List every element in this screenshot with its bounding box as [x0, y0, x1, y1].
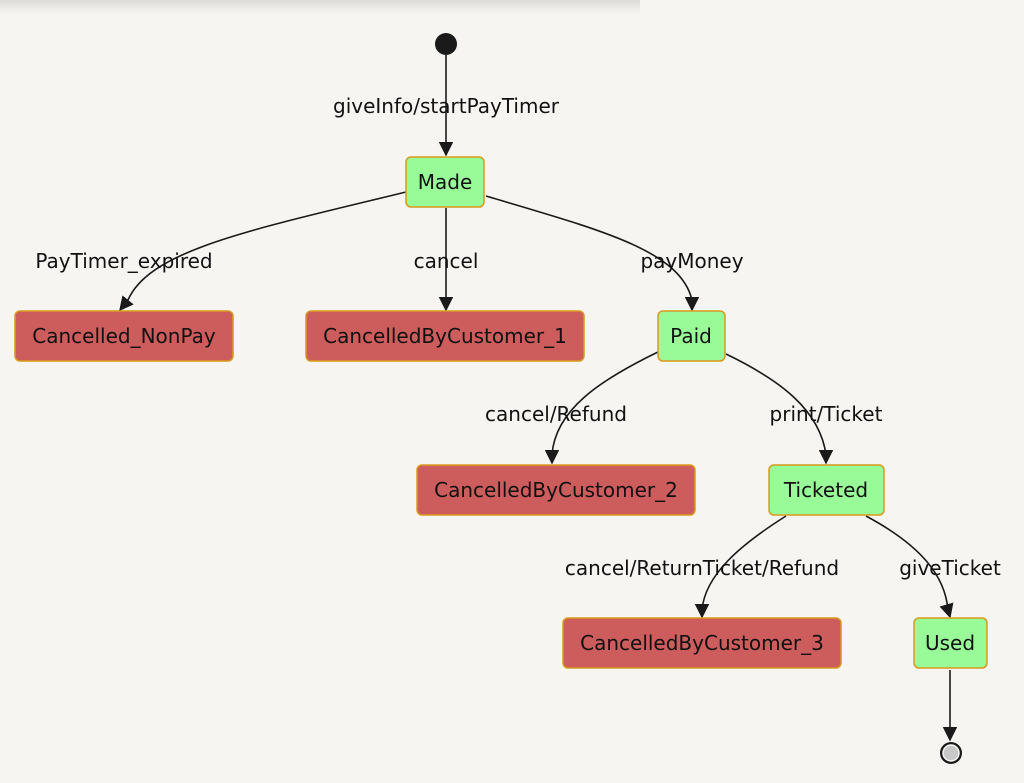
edge-ticketed-to-cancelled-by-customer-3 [694, 515, 787, 619]
label-cancel-return-ticket-refund: cancel/ReturnTicket/Refund [565, 556, 839, 580]
label-pay-money: payMoney [640, 249, 743, 273]
label-cancel: cancel [414, 249, 479, 273]
state-cancelled-by-customer-1[interactable]: CancelledByCustomer_1 [305, 310, 585, 362]
edge-paid-to-cancelled-by-customer-2 [544, 351, 659, 465]
state-paid-label: Paid [670, 324, 712, 348]
edge-made-to-cancelled-nonpay [119, 191, 407, 312]
edge-made-to-paid [485, 195, 700, 312]
edge-ticketed-to-used [865, 515, 954, 619]
edge-paid-to-ticketed [725, 353, 834, 465]
state-used[interactable]: Used [913, 617, 988, 669]
state-cancelled-nonpay-label: Cancelled_NonPay [32, 324, 216, 348]
label-print-ticket: print/Ticket [770, 402, 883, 426]
state-cancelled-nonpay[interactable]: Cancelled_NonPay [14, 310, 234, 362]
label-give-info-start-pay-timer: giveInfo/startPayTimer [333, 94, 560, 118]
state-cancelled-by-customer-2-label: CancelledByCustomer_2 [434, 478, 678, 502]
label-pay-timer-expired: PayTimer_expired [35, 249, 212, 273]
final-state-inner [942, 744, 960, 762]
state-made-label: Made [418, 170, 473, 194]
state-ticketed[interactable]: Ticketed [768, 464, 885, 516]
state-cancelled-by-customer-1-label: CancelledByCustomer_1 [323, 324, 567, 348]
label-cancel-refund: cancel/Refund [485, 402, 627, 426]
initial-state-node [435, 33, 457, 55]
top-shadow [0, 0, 640, 14]
label-give-ticket: giveTicket [899, 556, 1001, 580]
state-ticketed-label: Ticketed [783, 478, 868, 502]
state-used-label: Used [925, 631, 975, 655]
state-cancelled-by-customer-3-label: CancelledByCustomer_3 [580, 631, 824, 655]
state-made[interactable]: Made [405, 156, 485, 208]
state-cancelled-by-customer-3[interactable]: CancelledByCustomer_3 [562, 617, 842, 669]
state-cancelled-by-customer-2[interactable]: CancelledByCustomer_2 [416, 464, 696, 516]
state-paid[interactable]: Paid [657, 310, 726, 362]
